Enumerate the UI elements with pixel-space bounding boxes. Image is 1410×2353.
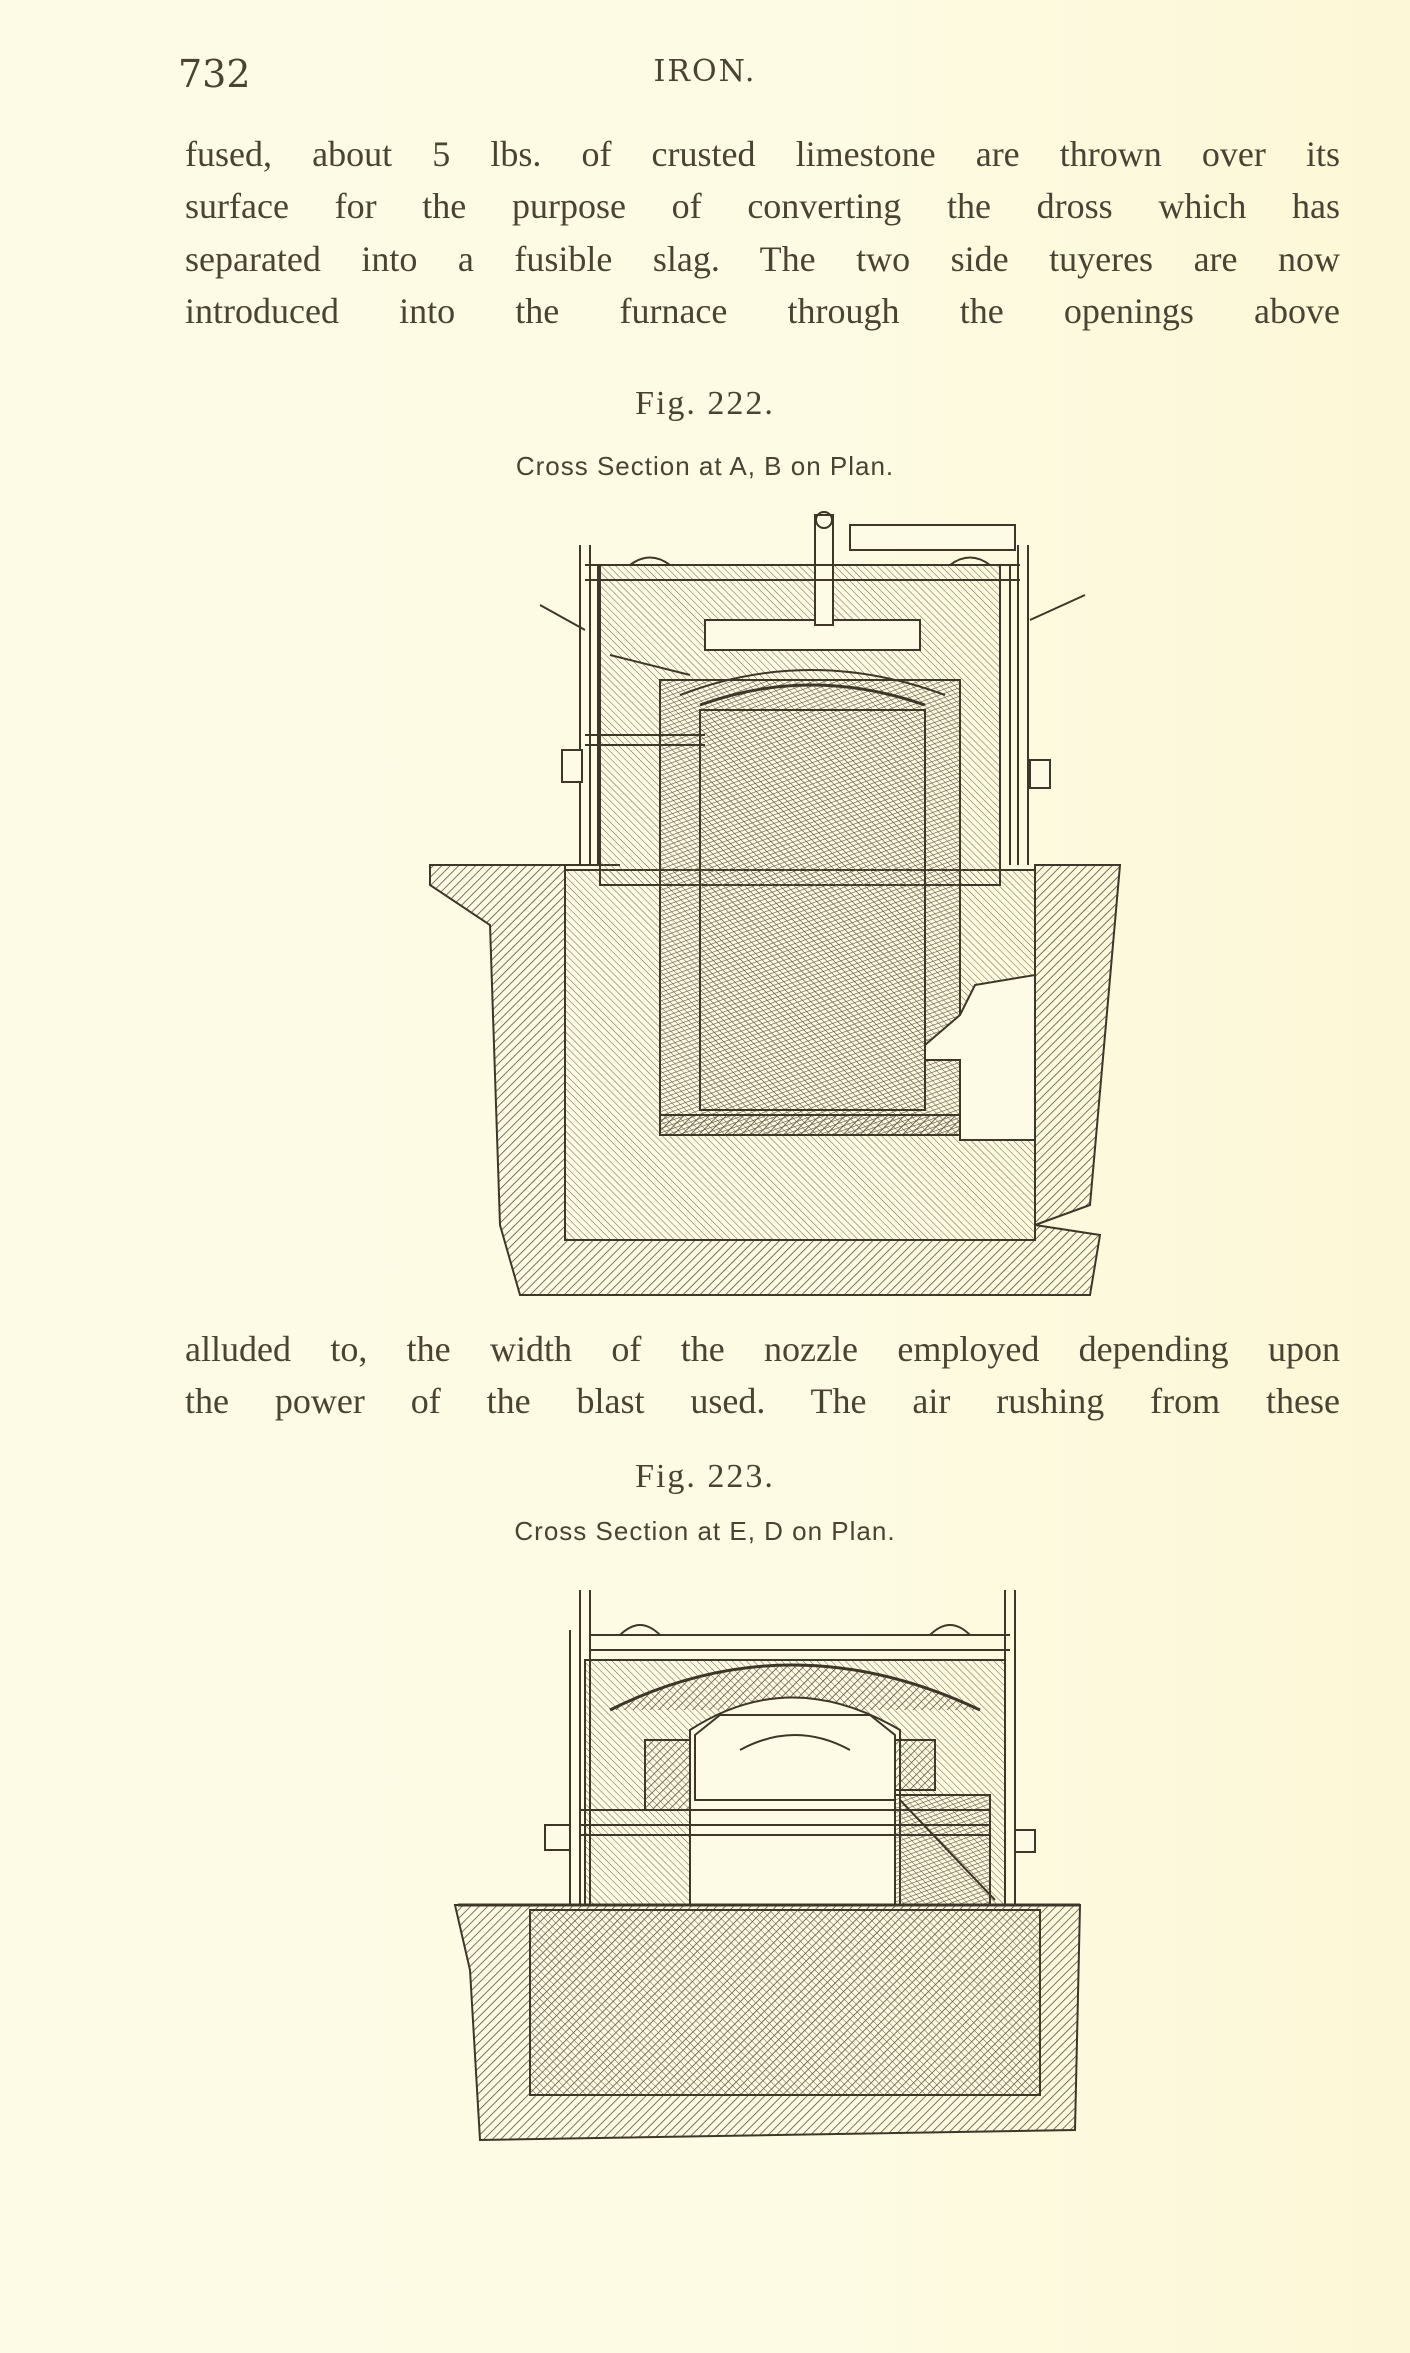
text-line: the power of the blast used. The air rus… [185, 1381, 1340, 1421]
text-line: introduced into the furnace through the … [185, 291, 1340, 331]
figure-222-label: Fig. 222. [635, 385, 775, 422]
text-line: surface for the purpose of converting th… [185, 186, 1340, 226]
figure-223-label: Fig. 223. [635, 1458, 775, 1495]
running-title: IRON. [653, 54, 757, 89]
figure-223-furnace-drawing [453, 1590, 1082, 2142]
figure-222-caption: Cross Section at A, B on Plan. [515, 451, 895, 481]
text-line: separated into a fusible slag. The two s… [185, 239, 1340, 279]
text-line: alluded to, the width of the nozzle empl… [185, 1329, 1340, 1369]
figure-223-caption: Cross Section at E, D on Plan. [514, 1516, 896, 1546]
text-line: fused, about 5 lbs. of crusted limestone… [185, 134, 1340, 174]
page-number: 732 [178, 52, 251, 96]
figure-222-furnace-drawing [429, 511, 1122, 1296]
